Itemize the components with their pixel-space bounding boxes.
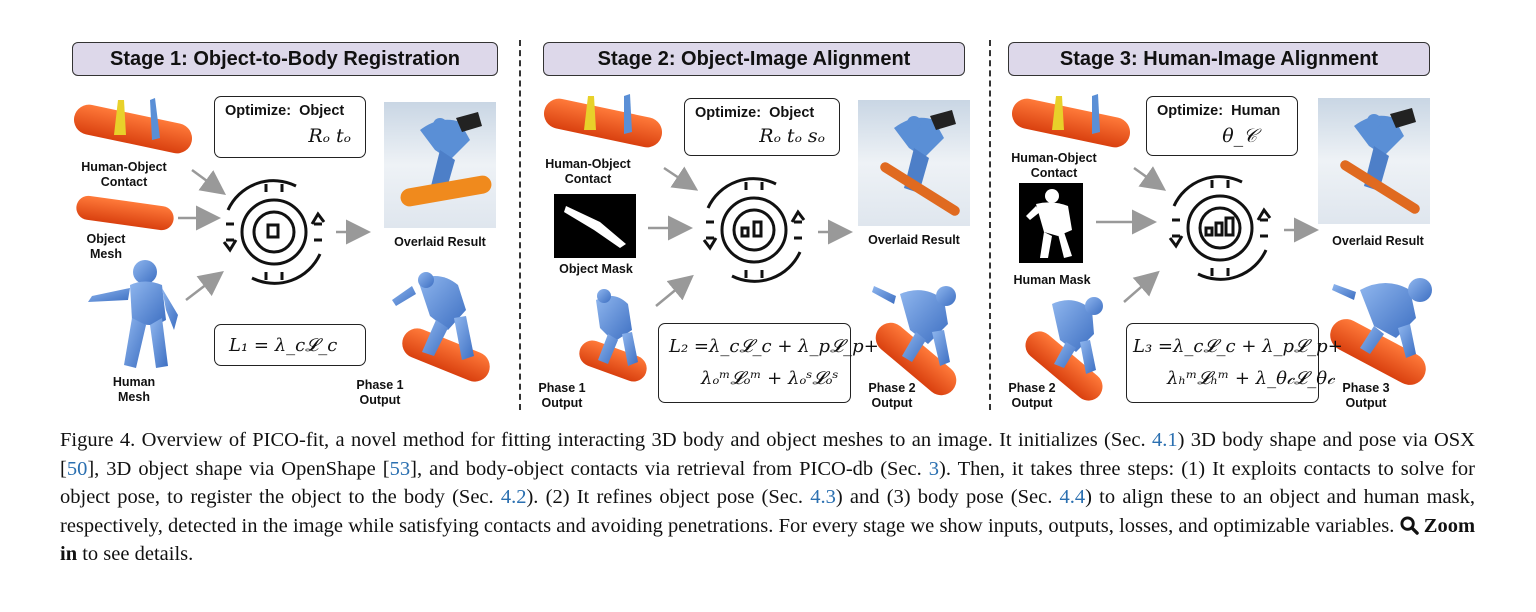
stage2-loss-box: L₂ =λ_c𝓛_c + λ_p𝓛_p+ λₒᵐ𝓛ₒᵐ + λₒˢ𝓛ₒˢ <box>658 323 879 403</box>
stage2-object-mask-image <box>554 194 636 258</box>
caption-text-1: Figure 4. Overview of PICO-fit, a novel … <box>60 429 1152 451</box>
stage1-overlaid-figure <box>400 112 492 207</box>
caption-ref-50[interactable]: 50 <box>66 457 88 480</box>
stage-1-title: Stage 1: Object-to-Body Registration <box>72 42 498 76</box>
stage1-object-mesh <box>76 195 174 231</box>
stage3-phase2-input-label: Phase 2 Output <box>1008 381 1056 410</box>
caption-ref-sec-4-3[interactable]: 4.3 <box>810 486 836 509</box>
stage3-human-mask-label: Human Mask <box>1013 273 1091 287</box>
stage3-optimize-target: Human <box>1231 103 1281 119</box>
caption-text-2: ) 3D body shape and pose via OSX [ <box>60 429 1475 480</box>
stage2-optimize-label: Optimize: <box>695 105 762 121</box>
stage3-human-mask-image <box>1019 183 1083 263</box>
stage3-phase-output-render <box>1330 278 1432 385</box>
caption-text-4: ], and body-object contacts via retrieva… <box>410 457 929 480</box>
stage2-phase-output-render <box>872 286 957 396</box>
caption-text-5: ). Then, it takes three steps: (1) It ex… <box>60 457 1475 509</box>
stage1-optimizer-gear-icon <box>222 179 326 285</box>
stage2-contact-label: Human-Object Contact <box>545 157 631 186</box>
stage-divider-1 <box>519 40 521 410</box>
stage1-optimize-vars: Rₒ tₒ <box>308 125 351 147</box>
stage3-phase2-input-render <box>1025 297 1103 401</box>
stage-divider-2 <box>989 40 991 410</box>
caption-text-3: ], 3D object shape via OpenShape [ <box>87 457 390 480</box>
caption-ref-sec-3[interactable]: 3 <box>928 457 940 480</box>
stage1-overlaid-label: Overlaid Result <box>394 235 486 249</box>
stage2-optimize-target: Object <box>769 105 815 121</box>
stage1-loss-line-1: L₁ = λ_c𝓛_c <box>229 335 338 356</box>
stage1-optimize-box: Optimize: Object Rₒ tₒ <box>214 96 366 158</box>
stage3-loss-line-1: L₃ =λ_c𝓛_c + λ_p𝓛_p+ <box>1133 336 1343 357</box>
stage3-loss-box: L₃ =λ_c𝓛_c + λ_p𝓛_p+ λₕᵐ𝓛ₕᵐ + λ_θ𝒸𝓛_θ𝒸 <box>1126 323 1343 403</box>
stage3-optimize-label: Optimize: <box>1157 103 1224 119</box>
figure-graphics <box>73 94 1432 401</box>
stage2-loss-line-2: λₒᵐ𝓛ₒᵐ + λₒˢ𝓛ₒˢ <box>701 368 839 389</box>
caption-text-8: ) to align these to an object and human … <box>60 486 1475 537</box>
stage-2-title: Stage 2: Object-Image Alignment <box>543 42 965 76</box>
stage3-output-label: Phase 3 Output <box>1342 381 1390 410</box>
stage2-optimize-box: Optimize: Object Rₒ tₒ sₒ <box>684 98 840 156</box>
stage2-phase1-input-render <box>579 289 647 382</box>
stage2-phase1-input-label: Phase 1 Output <box>538 381 586 410</box>
stage3-loss-line-2: λₕᵐ𝓛ₕᵐ + λ_θ𝒸𝓛_θ𝒸 <box>1167 368 1335 389</box>
stage1-contact-label: Human-Object Contact <box>81 160 167 189</box>
stage3-contact-label: Human-Object Contact <box>1011 151 1097 180</box>
stage1-object-mesh-label: Object Mesh <box>86 232 126 261</box>
stage2-overlaid-label: Overlaid Result <box>868 233 960 247</box>
stage1-loss-box: L₁ = λ_c𝓛_c <box>214 324 366 366</box>
stage2-loss-line-1: L₂ =λ_c𝓛_c + λ_p𝓛_p+ <box>669 336 879 357</box>
stage3-optimize-box: Optimize: Human θ_𝒞 <box>1146 96 1298 156</box>
stage2-output-label: Phase 2 Output <box>868 381 916 410</box>
caption-zoom-in: Zoom in <box>60 514 1476 566</box>
stage1-contact-board <box>73 98 193 154</box>
caption-text-9: to see details. <box>77 543 194 566</box>
caption-text-7: ) and (3) body pose (Sec. <box>835 486 1060 509</box>
stage2-optimize-vars: Rₒ tₒ sₒ <box>759 125 825 147</box>
stage3-optimizer-gear-icon <box>1168 175 1272 281</box>
figure-caption: Figure 4. Overview of PICO-fit, a novel … <box>60 426 1475 569</box>
caption-ref-sec-4-4[interactable]: 4.4 <box>1059 486 1086 509</box>
stage2-optimizer-gear-icon <box>702 177 806 283</box>
stage1-output-label: Phase 1 Output <box>356 378 404 407</box>
stage1-optimize-label: Optimize: <box>225 103 292 119</box>
magnifier-icon <box>1400 516 1419 535</box>
stage3-optimize-vars: θ_𝒞 <box>1222 125 1257 147</box>
stage1-human-mesh <box>88 260 178 368</box>
stage3-contact-board <box>1011 94 1131 148</box>
caption-text-6: ). (2) It refines object pose (Sec. <box>526 486 811 509</box>
stage2-overlaid-figure <box>880 110 960 216</box>
caption-ref-sec-4-2[interactable]: 4.2 <box>500 486 527 509</box>
stage2-contact-board <box>543 94 663 148</box>
stage1-optimize-target: Object <box>299 103 345 119</box>
caption-ref-sec-4-1[interactable]: 4.1 <box>1151 429 1178 451</box>
stage3-overlaid-label: Overlaid Result <box>1332 234 1424 248</box>
stage1-human-mesh-label: Human Mesh <box>112 375 156 404</box>
stage2-object-mask-label: Object Mask <box>559 262 633 276</box>
stage3-overlaid-figure <box>1340 108 1420 214</box>
stage1-phase-output-render <box>392 272 490 382</box>
caption-ref-53[interactable]: 53 <box>389 457 411 480</box>
stage-3-title: Stage 3: Human-Image Alignment <box>1008 42 1430 76</box>
